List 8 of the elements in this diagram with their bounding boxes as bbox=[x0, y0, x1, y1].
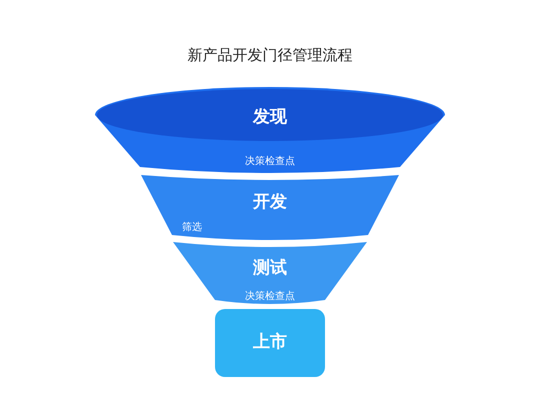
gate-label: 决策检查点 bbox=[245, 156, 295, 168]
stage-label: 测试 bbox=[253, 258, 287, 278]
stage-label: 开发 bbox=[253, 192, 287, 212]
stage-label: 上市 bbox=[253, 332, 287, 352]
stage-label: 发现 bbox=[253, 107, 287, 127]
gate-label: 筛选 bbox=[182, 222, 202, 234]
diagram-title: 新产品开发门径管理流程 bbox=[188, 46, 352, 65]
gate-label: 决策检查点 bbox=[245, 291, 295, 303]
